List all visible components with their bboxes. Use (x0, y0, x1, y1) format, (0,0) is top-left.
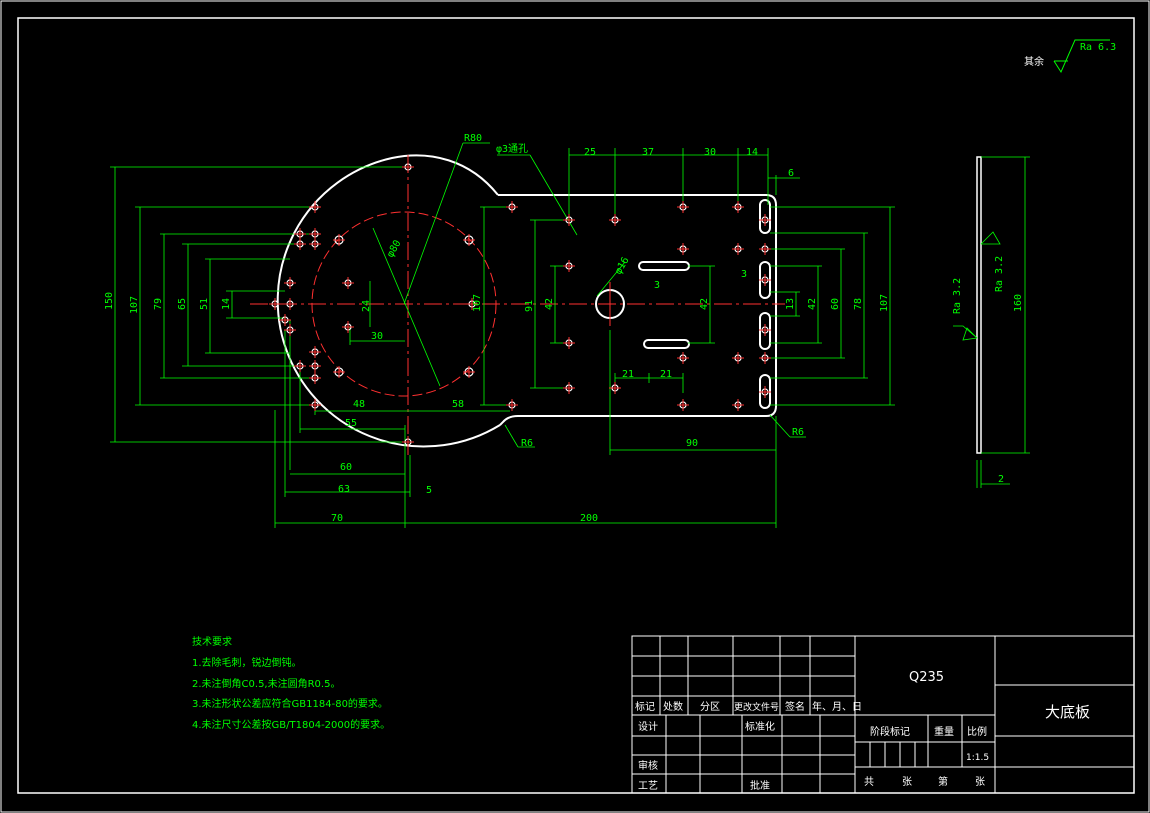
radius-outer-label: R80 (464, 133, 482, 144)
surface-finish-symbol: 其余 Ra 6.3 (1024, 39, 1116, 74)
standardize-label: 标准化 (745, 720, 775, 733)
dim-60: 60 (340, 462, 352, 473)
dim-107-inner: 107 (472, 294, 483, 312)
bolt-circle-label: φ80 (385, 238, 404, 259)
title-block (631, 635, 1135, 794)
material-label: Q235 (909, 670, 944, 685)
dim-63: 63 (338, 484, 350, 495)
header-label: 标记 (635, 701, 655, 713)
hole-markers (269, 161, 771, 448)
dim-5: 5 (426, 485, 432, 496)
extension-lines (110, 142, 895, 528)
sheet-label: 张 (902, 776, 912, 788)
radius-corner-1-label: R6 (521, 438, 533, 449)
total-label: 共 (864, 776, 874, 788)
weight-label: 重量 (934, 725, 954, 738)
dim-24: 24 (361, 300, 372, 312)
scale-value: 1:1.5 (966, 753, 989, 763)
dim-200: 200 (580, 513, 598, 524)
dim-48: 48 (353, 399, 365, 410)
tech-req-title: 技术要求 (192, 635, 232, 648)
inner-border (17, 17, 1135, 794)
approve-label: 批准 (750, 779, 770, 792)
through-hole-label: φ3通孔 (496, 143, 528, 155)
rdim-78: 78 (853, 298, 864, 310)
process-label: 工艺 (638, 780, 658, 792)
side-thickness: 2 (998, 474, 1004, 485)
top-dim-0: 25 (584, 147, 596, 158)
dim-55: 55 (345, 418, 357, 429)
center-lines (250, 155, 785, 455)
tech-req-item: 1.去除毛刺，锐边倒钝。 (192, 656, 302, 669)
dim-91: 91 (524, 300, 535, 312)
vdim-65: 65 (177, 298, 188, 310)
dimension-labels: R80 φ3通孔 25 37 30 14 6 150 107 79 65 51 … (104, 133, 890, 524)
rdim-60: 60 (830, 298, 841, 310)
surface-finish-value: Ra 6.3 (1080, 42, 1116, 53)
design-label: 设计 (638, 720, 658, 733)
dim-30: 30 (371, 331, 383, 342)
radius-corner-2-label: R6 (792, 427, 804, 438)
part-name: 大底板 (1045, 703, 1090, 721)
side-ra-right: Ra 3.2 (994, 256, 1005, 292)
vdim-79: 79 (153, 298, 164, 310)
tech-req-item: 3.未注形状公差应符合GB1184-80的要求。 (192, 697, 388, 710)
title-block-text: 标记 处数 分区 更改文件号 签名 年、月、日 设计 标准化 审核 工艺 批准 … (635, 670, 1090, 792)
rdim-107: 107 (879, 294, 890, 312)
header-label: 年、月、日 (812, 700, 862, 713)
page-label: 第 (938, 775, 948, 788)
header-label: 签名 (785, 700, 805, 713)
top-dim-3: 14 (746, 147, 758, 158)
rdim-42: 42 (807, 298, 818, 310)
header-label: 处数 (663, 700, 683, 713)
header-label: 分区 (700, 701, 720, 713)
right-offset-label: 6 (788, 168, 794, 179)
dim-3b: 3 (741, 269, 747, 280)
dim-58: 58 (452, 399, 464, 410)
stage-mark-label: 阶段标记 (870, 725, 910, 738)
dim-70: 70 (331, 513, 343, 524)
dim-42a: 42 (544, 298, 555, 310)
vdim-107: 107 (129, 296, 140, 314)
dim-21b: 21 (660, 369, 672, 380)
surface-finish-label: 其余 (1024, 55, 1044, 68)
vdim-51: 51 (199, 298, 210, 310)
side-view: Ra 3.2 Ra 3.2 160 2 (952, 156, 1030, 488)
side-height: 160 (1013, 294, 1024, 312)
rdim-13: 13 (785, 298, 796, 310)
dim-21a: 21 (622, 369, 634, 380)
header-label: 更改文件号 (734, 701, 779, 713)
dim-3a: 3 (654, 280, 660, 291)
vdim-150: 150 (104, 292, 115, 310)
dim-42b: 42 (699, 298, 710, 310)
vdim-14: 14 (221, 298, 232, 310)
tech-req-item: 4.未注尺寸公差按GB/T1804-2000的要求。 (192, 718, 390, 731)
sheet2-label: 张 (975, 776, 985, 788)
center-hole-label: φ16 (613, 255, 632, 276)
check-label: 审核 (638, 759, 658, 772)
top-dim-1: 37 (642, 147, 654, 158)
tech-requirements: 技术要求 1.去除毛刺，锐边倒钝。 2.未注倒角C0.5,未注圆角R0.5。 3… (192, 635, 390, 731)
top-dim-2: 30 (704, 147, 716, 158)
side-ra-left: Ra 3.2 (952, 278, 963, 314)
tech-req-item: 2.未注倒角C0.5,未注圆角R0.5。 (192, 677, 340, 690)
dim-90: 90 (686, 438, 698, 449)
scale-label: 比例 (967, 725, 987, 738)
